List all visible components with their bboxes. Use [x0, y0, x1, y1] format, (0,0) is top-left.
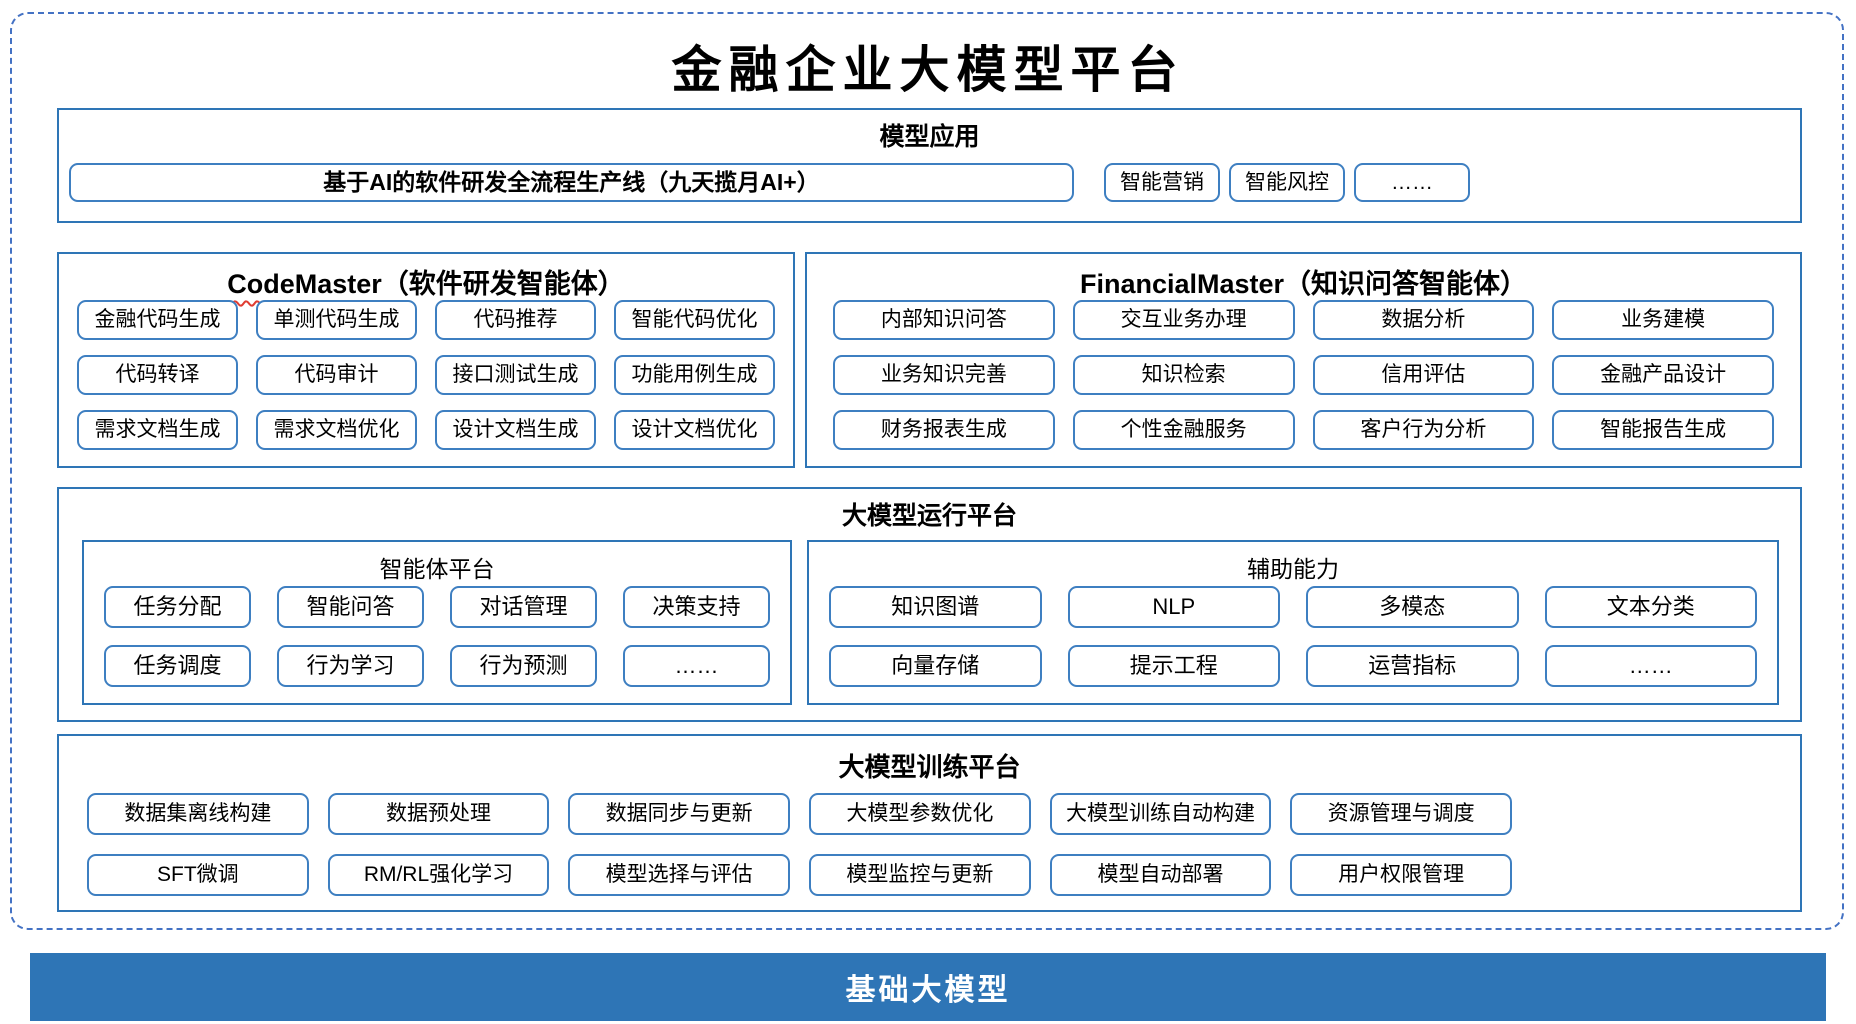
capability-box: 代码转译 — [77, 355, 238, 395]
capability-box: 智能代码优化 — [614, 300, 775, 340]
financial-master-grid: 内部知识问答 交互业务办理 数据分析 业务建模 业务知识完善 知识检索 信用评估… — [833, 300, 1774, 450]
capability-box: 功能用例生成 — [614, 355, 775, 395]
capability-box: 文本分类 — [1544, 586, 1757, 628]
capability-box: 交互业务办理 — [1072, 300, 1295, 340]
runtime-platform-header: 大模型运行平台 — [841, 502, 1017, 530]
capability-box: 内部知识问答 — [833, 300, 1055, 340]
capability-box: 数据预处理 — [327, 793, 550, 835]
capability-box: 信用评估 — [1312, 355, 1535, 395]
capability-box: 数据分析 — [1312, 300, 1535, 340]
capability-box: 大模型参数优化 — [809, 793, 1031, 835]
financial-master-title: FinancialMaster（知识问答智能体） — [807, 254, 1800, 301]
capability-box: 对话管理 — [450, 586, 597, 628]
training-platform-header: 大模型训练平台 — [838, 752, 1021, 782]
capability-box: 代码推荐 — [435, 300, 596, 340]
capability-box: 行为学习 — [277, 645, 424, 687]
section-code-master: CodeMaster（软件研发智能体） 金融代码生成 单测代码生成 代码推荐 智… — [57, 252, 795, 468]
capability-box: 向量存储 — [829, 645, 1042, 687]
capability-box: 业务知识完善 — [833, 355, 1055, 395]
capability-box: 代码审计 — [256, 355, 417, 395]
capability-box-ellipsis: …… — [623, 645, 770, 687]
capability-box: 单测代码生成 — [256, 300, 417, 340]
capability-box: 金融产品设计 — [1552, 355, 1774, 395]
aux-capability-grid: 知识图谱 NLP 多模态 文本分类 向量存储 提示工程 运营指标 …… — [829, 586, 1757, 687]
capability-box: 接口测试生成 — [435, 355, 596, 395]
capability-box: 智能报告生成 — [1552, 410, 1774, 450]
subsection-aux-capability: 辅助能力 知识图谱 NLP 多模态 文本分类 向量存储 提示工程 运营指标 …… — [807, 540, 1779, 705]
capability-box: 金融代码生成 — [77, 300, 238, 340]
capability-box: 任务调度 — [104, 645, 251, 687]
code-master-name: CodeMaster — [227, 269, 382, 299]
training-platform-grid: 数据集离线构建 数据预处理 数据同步与更新 大模型参数优化 大模型训练自动构建 … — [87, 793, 1512, 896]
base-model-bar: 基础大模型 — [30, 953, 1826, 1021]
base-model-label: 基础大模型 — [845, 974, 1011, 1007]
capability-box: 需求文档生成 — [77, 410, 238, 450]
capability-box: 任务分配 — [104, 586, 251, 628]
section-runtime-platform: 大模型运行平台 智能体平台 任务分配 智能问答 对话管理 决策支持 任务调度 行… — [57, 487, 1802, 722]
subsection-agent-platform: 智能体平台 任务分配 智能问答 对话管理 决策支持 任务调度 行为学习 行为预测… — [82, 540, 792, 705]
section-financial-master: FinancialMaster（知识问答智能体） 内部知识问答 交互业务办理 数… — [805, 252, 1802, 468]
platform-dashed-frame — [10, 12, 1844, 930]
capability-box: 数据集离线构建 — [87, 793, 309, 835]
capability-box: 知识检索 — [1072, 355, 1295, 395]
financial-master-subtitle: （知识问答智能体） — [1284, 269, 1528, 299]
agent-platform-title: 智能体平台 — [379, 556, 495, 582]
aux-capability-title: 辅助能力 — [1247, 556, 1339, 582]
capability-box: 业务建模 — [1552, 300, 1774, 340]
capability-box: 客户行为分析 — [1312, 410, 1535, 450]
capability-box: 大模型训练自动构建 — [1049, 793, 1272, 835]
capability-box: 智能风控 — [1229, 163, 1345, 202]
capability-box: 运营指标 — [1306, 645, 1519, 687]
capability-box-ellipsis: …… — [1544, 645, 1757, 687]
agent-platform-grid: 任务分配 智能问答 对话管理 决策支持 任务调度 行为学习 行为预测 …… — [104, 586, 770, 687]
capability-box: 行为预测 — [450, 645, 597, 687]
capability-box: 需求文档优化 — [256, 410, 417, 450]
section-model-application: 模型应用 基于AI的软件研发全流程生产线（九天揽月AI+） 智能营销 智能风控 … — [57, 108, 1802, 223]
capability-box: 模型监控与更新 — [809, 854, 1031, 896]
capability-box: 提示工程 — [1067, 645, 1280, 687]
capability-box: 智能问答 — [277, 586, 424, 628]
capability-box: 数据同步与更新 — [568, 793, 790, 835]
capability-box: 模型选择与评估 — [568, 854, 790, 896]
capability-box: 知识图谱 — [829, 586, 1042, 628]
capability-box: RM/RL强化学习 — [327, 854, 550, 896]
capability-box: 智能营销 — [1104, 163, 1220, 202]
code-master-grid: 金融代码生成 单测代码生成 代码推荐 智能代码优化 代码转译 代码审计 接口测试… — [77, 300, 775, 450]
model-application-header: 模型应用 — [879, 123, 980, 151]
capability-box: 资源管理与调度 — [1290, 793, 1512, 835]
page-title: 金融企业大模型平台 — [671, 40, 1185, 99]
financial-master-name: FinancialMaster — [1079, 269, 1285, 299]
capability-box: NLP — [1067, 586, 1280, 628]
capability-box: 模型自动部署 — [1049, 854, 1272, 896]
capability-box: 设计文档生成 — [435, 410, 596, 450]
code-master-subtitle: （软件研发智能体） — [381, 269, 625, 299]
capability-box: 财务报表生成 — [833, 410, 1055, 450]
capability-box-ellipsis: …… — [1354, 163, 1470, 202]
capability-box: 用户权限管理 — [1290, 854, 1512, 896]
capability-box: 多模态 — [1306, 586, 1519, 628]
code-master-title: CodeMaster（软件研发智能体） — [59, 254, 793, 301]
capability-box: SFT微调 — [87, 854, 309, 896]
capability-box: 个性金融服务 — [1072, 410, 1295, 450]
ai-pipeline-box: 基于AI的软件研发全流程生产线（九天揽月AI+） — [69, 163, 1074, 202]
capability-box: 设计文档优化 — [614, 410, 775, 450]
section-training-platform: 大模型训练平台 数据集离线构建 数据预处理 数据同步与更新 大模型参数优化 大模… — [57, 734, 1802, 912]
capability-box: 决策支持 — [623, 586, 770, 628]
